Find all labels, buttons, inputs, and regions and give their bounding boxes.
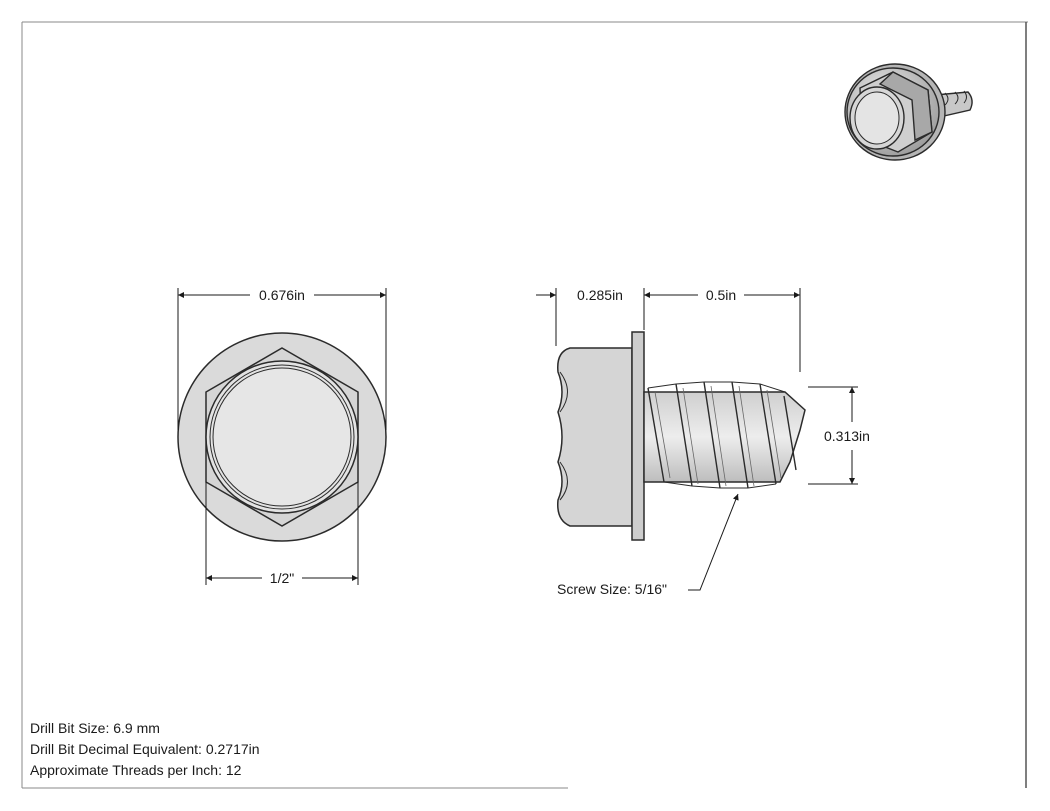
drill-bit-decimal: Drill Bit Decimal Equivalent: 0.2717in <box>30 741 260 757</box>
flange-side <box>631 331 645 541</box>
spec-notes: Drill Bit Size: 6.9 mm Drill Bit Decimal… <box>30 720 260 778</box>
front-dimensions <box>177 288 387 585</box>
side-view <box>557 331 806 541</box>
drill-bit-size: Drill Bit Size: 6.9 mm <box>30 720 160 736</box>
drawing-frame <box>21 21 1028 789</box>
head-height-label: 0.285in <box>577 287 623 303</box>
hex-width-label: 1/2" <box>270 570 294 586</box>
thread-diameter-label: 0.313in <box>824 428 870 444</box>
flange-diameter-label: 0.676in <box>259 287 305 303</box>
front-view <box>177 332 387 542</box>
thread-length-label: 0.5in <box>706 287 736 303</box>
hex-head-side <box>557 347 633 527</box>
screw-size-label: Screw Size: 5/16" <box>557 581 667 597</box>
threads-per-inch: Approximate Threads per Inch: 12 <box>30 762 242 778</box>
screw-size-leader <box>688 493 739 591</box>
thread-crests <box>647 381 797 489</box>
hex-screw-isometric-icon <box>844 63 973 161</box>
side-dimensions <box>536 288 858 591</box>
